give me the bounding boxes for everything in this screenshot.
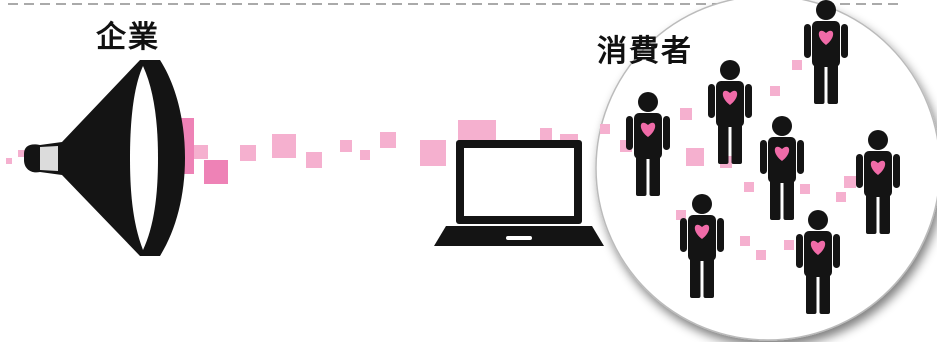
flow-square: [740, 236, 750, 246]
laptop-icon: [434, 140, 604, 246]
flow-square: [686, 148, 704, 166]
flow-square: [844, 176, 856, 188]
flow-square: [420, 140, 446, 166]
flow-square: [340, 140, 352, 152]
flow-square: [600, 124, 610, 134]
flow-square: [380, 132, 396, 148]
megaphone-icon: [24, 60, 185, 256]
flow-square: [540, 128, 552, 140]
flow-square: [360, 150, 370, 160]
flow-square: [744, 182, 754, 192]
flow-square: [194, 145, 208, 159]
company-label: 企業: [96, 20, 160, 55]
flow-square: [272, 134, 296, 158]
flow-square: [204, 160, 228, 184]
flow-square: [240, 145, 256, 161]
consumer-label: 消費者: [597, 34, 693, 69]
flow-square: [6, 158, 12, 164]
flow-square: [770, 86, 780, 96]
flow-square: [680, 108, 692, 120]
flow-square: [458, 120, 496, 142]
flow-square: [800, 184, 810, 194]
flow-square: [676, 210, 686, 220]
flow-square: [836, 192, 846, 202]
flow-square: [756, 250, 766, 260]
flow-square: [792, 60, 802, 70]
flow-square: [18, 150, 25, 157]
flow-square: [306, 152, 322, 168]
flow-square: [784, 240, 794, 250]
